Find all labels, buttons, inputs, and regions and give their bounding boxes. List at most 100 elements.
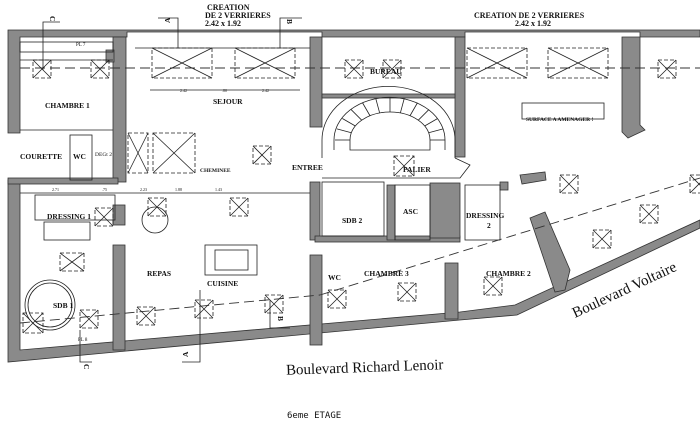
pl8-marker: PL 8 xyxy=(78,338,88,343)
skylight-cross xyxy=(397,282,417,302)
room-courette: COURETTE xyxy=(20,152,62,161)
dim-label: 2.71 xyxy=(52,187,59,192)
staircase xyxy=(321,86,456,158)
dim-label: 2.23 xyxy=(140,187,147,192)
room-dressing-2: DRESSING xyxy=(466,211,505,220)
skylight-cross xyxy=(344,59,364,79)
stair-step xyxy=(350,109,362,121)
skylight xyxy=(327,289,347,309)
room-repas: REPAS xyxy=(147,269,171,278)
room-cuisine: CUISINE xyxy=(207,279,238,288)
skylight xyxy=(229,197,249,217)
skylight xyxy=(234,47,296,79)
skylight-cross xyxy=(136,306,156,326)
skylight xyxy=(152,132,196,174)
stair-step xyxy=(336,128,352,134)
verriere-note-line2: DE 2 VERRIERES xyxy=(205,11,271,20)
skylight xyxy=(397,282,417,302)
skylight xyxy=(94,207,114,227)
verriere-note-line3: 2.42 x 1.92 xyxy=(205,19,241,28)
skylight xyxy=(264,294,284,314)
skylight-cross xyxy=(393,155,415,177)
room-dressing-1: DRESSING 1 xyxy=(47,212,91,221)
stair-step xyxy=(342,118,356,127)
stair-step xyxy=(409,102,418,116)
skylight xyxy=(639,204,659,224)
skylight xyxy=(382,59,402,79)
section-c-top: C xyxy=(48,16,57,21)
room-chambre-2: CHAMBRE 2 xyxy=(486,269,531,278)
skylight-cross xyxy=(689,182,700,194)
interior-lines xyxy=(19,41,700,331)
skylight-cross xyxy=(194,299,214,319)
room-asc: ASC xyxy=(403,207,418,216)
skylight-cross xyxy=(657,59,677,79)
skylight-cross xyxy=(234,47,296,79)
skylight-cross xyxy=(483,276,503,296)
skylight-cross xyxy=(592,229,612,249)
skylight-cross xyxy=(547,47,609,79)
skylight xyxy=(559,174,579,194)
room-sejour: SEJOUR xyxy=(213,97,243,106)
dim-label: 1.88 xyxy=(175,187,182,192)
skylight xyxy=(483,276,503,296)
verriere-note-line1: CREATION xyxy=(207,3,250,12)
skylight xyxy=(657,59,677,79)
skylight-cross xyxy=(151,47,213,79)
skylight xyxy=(194,299,214,319)
skylight xyxy=(22,312,44,334)
skylight-cross xyxy=(382,59,402,79)
skylight-cross xyxy=(32,59,52,79)
dim-label: 2.42 xyxy=(180,88,187,93)
skylight-cross xyxy=(264,294,284,314)
stair-step xyxy=(362,102,371,116)
skylight-cross xyxy=(252,145,272,165)
section-b-top: B xyxy=(285,19,294,24)
dim-label: .80 xyxy=(222,88,227,93)
stair-step xyxy=(418,109,430,121)
section-a-bottom: A xyxy=(181,351,190,357)
room-wc-2: WC xyxy=(328,273,341,282)
room-sdb-2: SDB 2 xyxy=(342,216,362,225)
street-richard-lenoir: Boulevard Richard Lenoir xyxy=(286,357,444,378)
section-markers: C C A A B B xyxy=(42,16,302,369)
skylight-cross xyxy=(94,207,114,227)
skylight xyxy=(344,59,364,79)
street-voltaire: Boulevard Voltaire xyxy=(570,259,680,321)
skylight-cross xyxy=(639,204,659,224)
room-sdb-1: SDB 1 xyxy=(53,301,73,310)
skylight-cross xyxy=(90,59,110,79)
surface-note: SURFACE A AMENAGER ! xyxy=(526,117,593,123)
cheminee-label: CHEMINEE xyxy=(200,168,231,174)
skylight xyxy=(592,229,612,249)
walls xyxy=(7,29,700,363)
skylight xyxy=(393,155,415,177)
skylight xyxy=(147,197,167,217)
room-chambre-1: CHAMBRE 1 xyxy=(45,101,90,110)
stair-step xyxy=(428,128,444,134)
skylight xyxy=(252,145,272,165)
skylight xyxy=(136,306,156,326)
verriere-note-2-line2: 2.42 x 1.92 xyxy=(515,19,551,28)
skylight xyxy=(689,174,700,194)
skylight-cross xyxy=(59,252,85,272)
skylight-cross xyxy=(127,132,149,174)
room-wc-1: WC xyxy=(73,152,86,161)
dim-label: .75 xyxy=(102,187,107,192)
skylight xyxy=(79,309,99,329)
skylight xyxy=(90,59,110,79)
room-dressing-2-number: 2 xyxy=(487,221,491,230)
room-degt-2: DEGt 2 xyxy=(95,152,112,158)
skylight xyxy=(127,132,149,174)
skylight-cross xyxy=(79,309,99,329)
skylight xyxy=(59,252,85,272)
skylight-cross xyxy=(229,197,249,217)
floor-title: 6eme ETAGE xyxy=(287,411,341,421)
skylight xyxy=(32,59,52,79)
skylight xyxy=(547,47,609,79)
skylight xyxy=(151,47,213,79)
skylight-cross xyxy=(22,312,44,334)
skylight-cross xyxy=(466,47,528,79)
room-entree: ENTREE xyxy=(292,163,323,172)
